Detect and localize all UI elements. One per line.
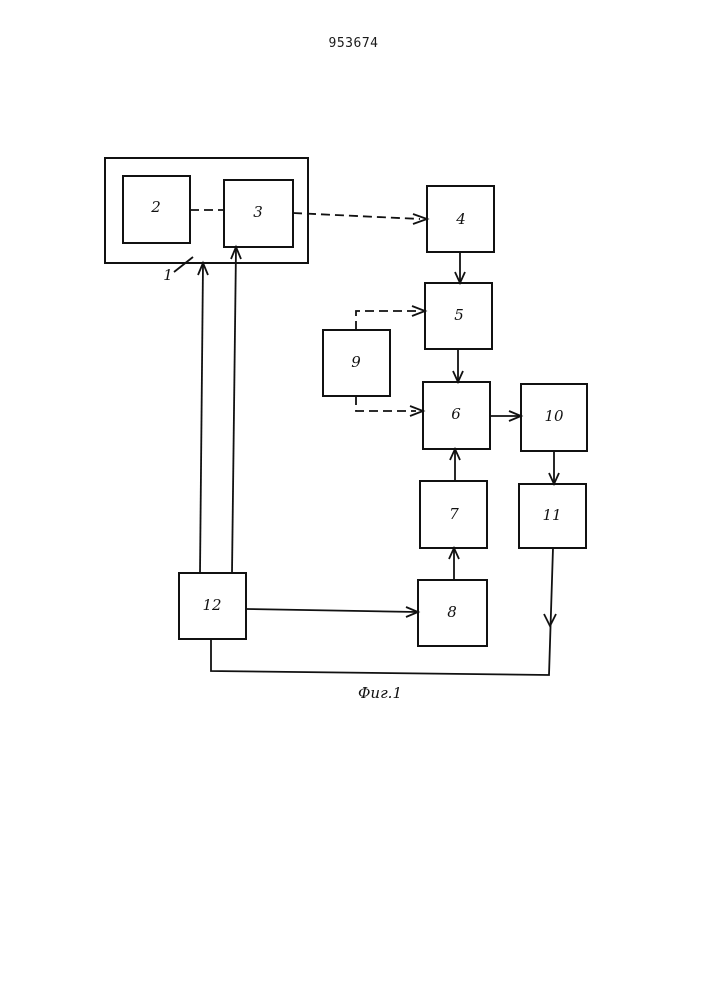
figure-caption: Фиг.1 bbox=[358, 684, 402, 702]
block-7-label: 7 bbox=[449, 505, 459, 523]
block-5-label: 5 bbox=[454, 306, 464, 324]
link-12-3 bbox=[232, 248, 236, 573]
link-9-5 bbox=[356, 311, 418, 330]
block-12-label: 12 bbox=[202, 596, 221, 614]
link-12-8 bbox=[246, 609, 417, 612]
link-9-6 bbox=[356, 396, 416, 411]
block-9-label: 9 bbox=[351, 353, 361, 371]
block-2-label: 2 bbox=[150, 198, 161, 216]
link-3-4 bbox=[293, 213, 420, 219]
link-12-1 bbox=[200, 264, 203, 573]
block-3-label: 3 bbox=[253, 203, 263, 221]
block-4-label: 4 bbox=[455, 210, 466, 228]
block-8-label: 8 bbox=[447, 603, 457, 621]
block-10-label: 10 bbox=[544, 407, 564, 425]
block-1-label: 1 bbox=[163, 266, 173, 284]
block-11-label: 11 bbox=[542, 506, 561, 524]
block-6-label: 6 bbox=[451, 405, 461, 423]
